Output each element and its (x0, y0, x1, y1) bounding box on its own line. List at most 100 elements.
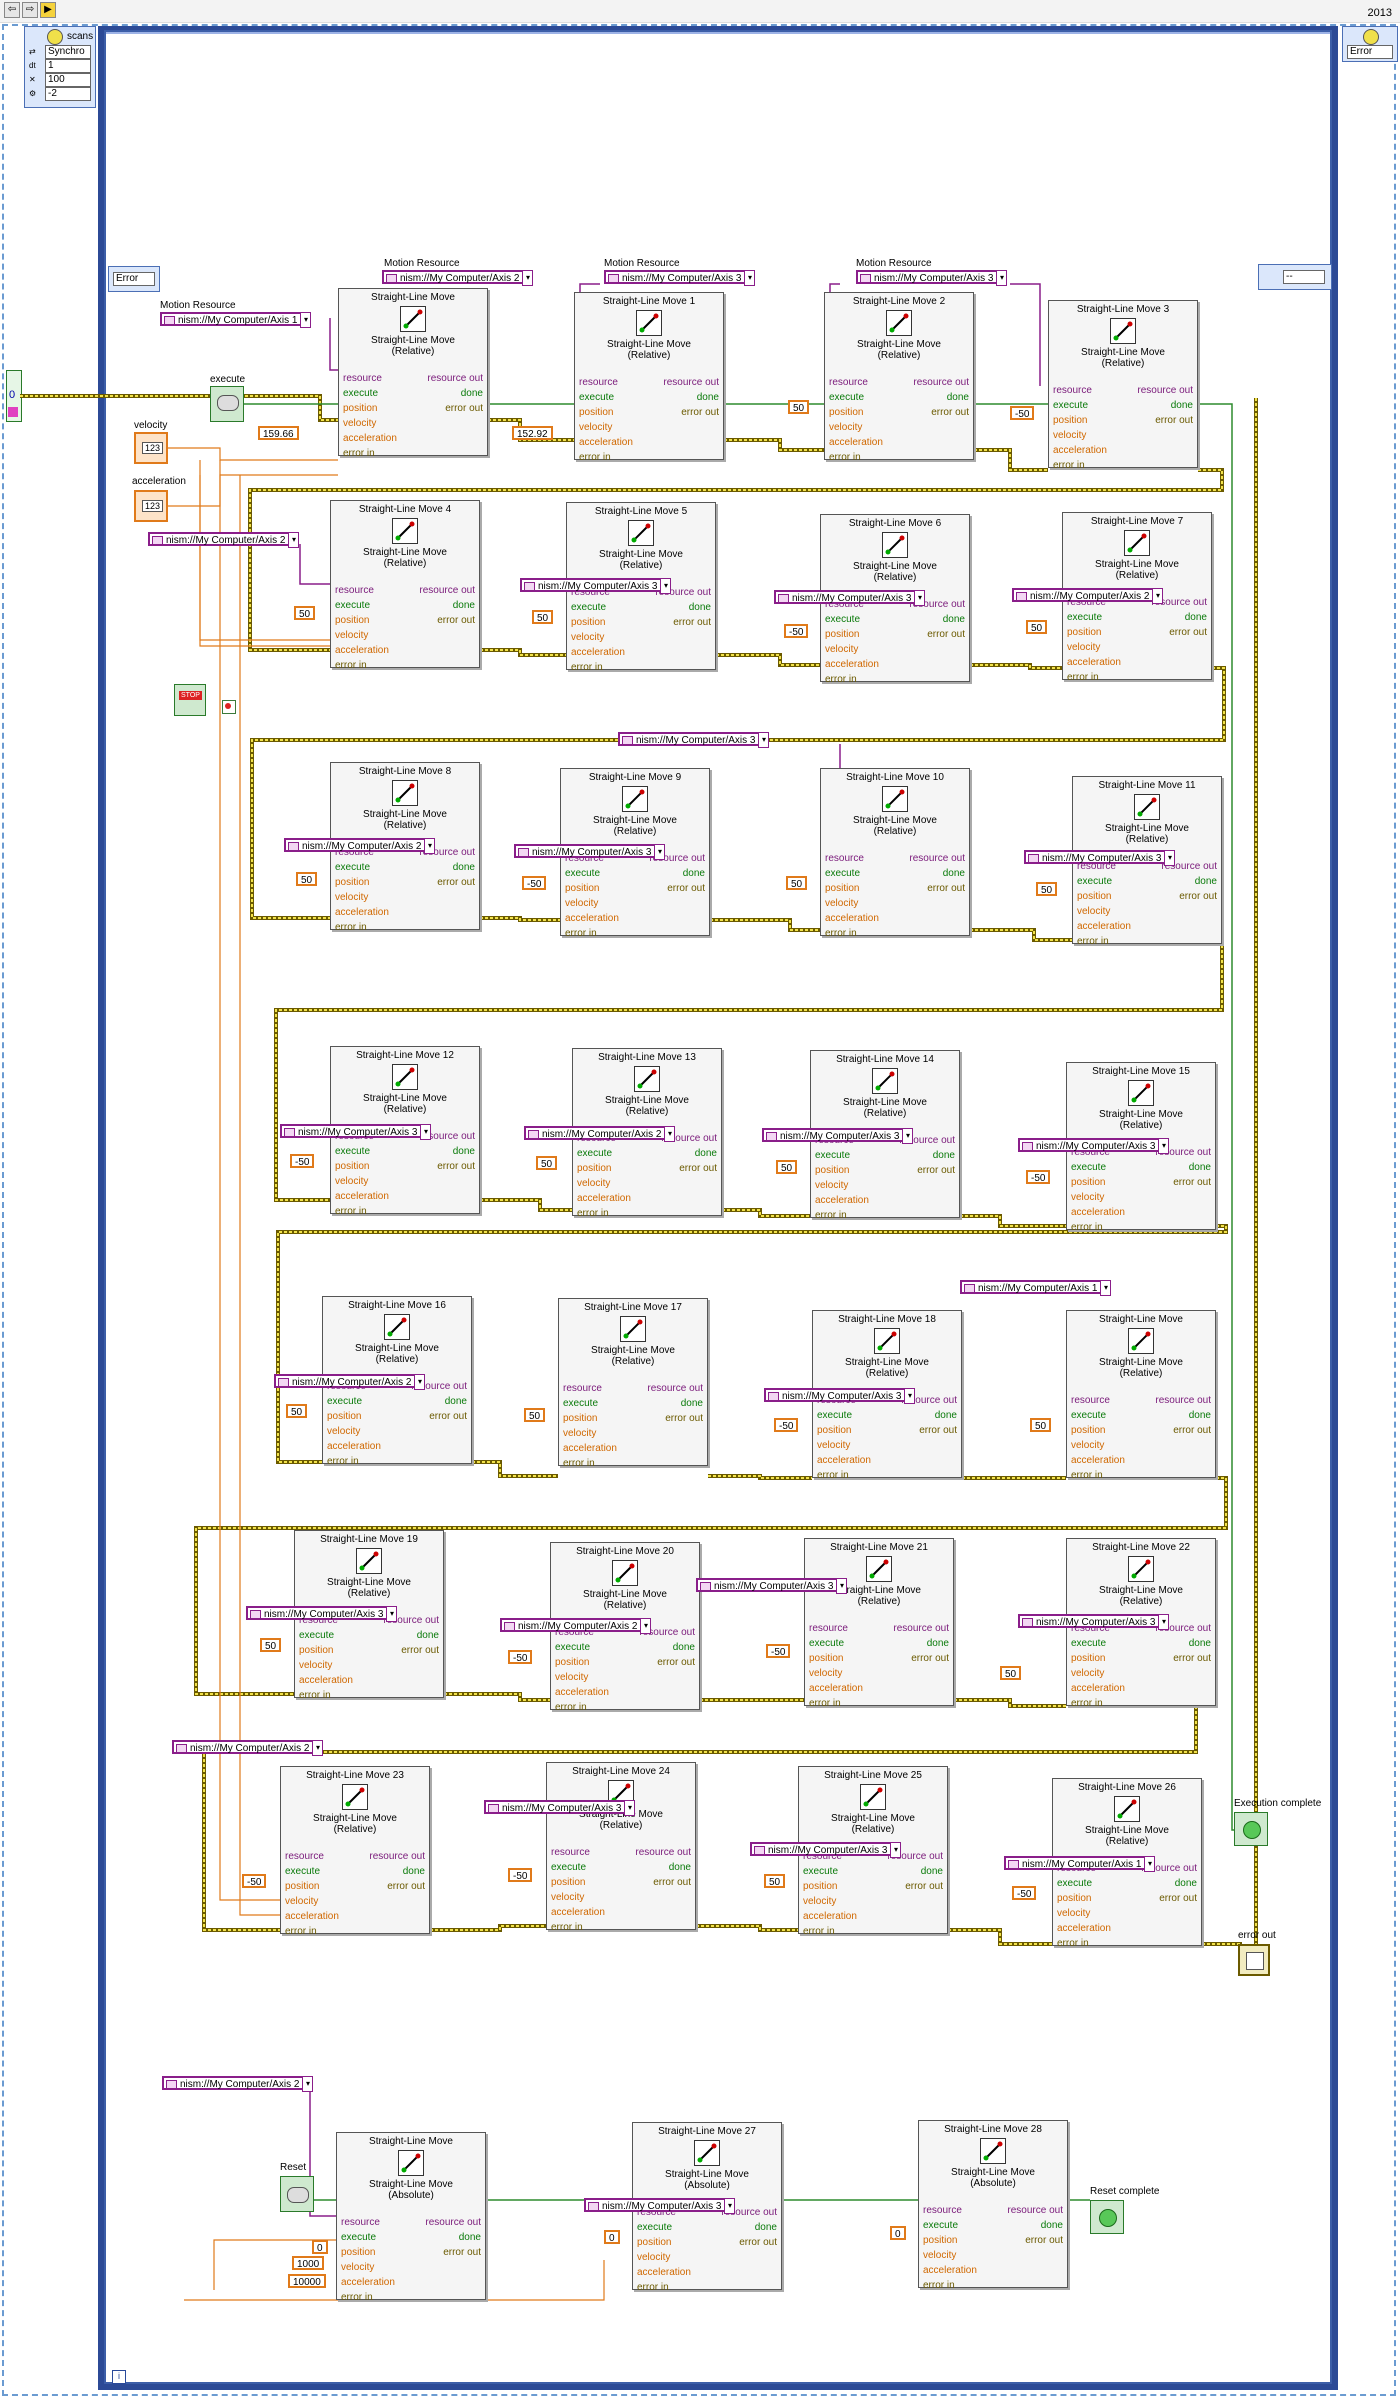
motion-resource-constant[interactable]: nism://My Computer/Axis 3 (1018, 1138, 1171, 1154)
motion-resource-constant[interactable]: nism://My Computer/Axis 3 (520, 578, 673, 594)
numeric-constant[interactable]: -50 (290, 1154, 315, 1168)
numeric-constant[interactable]: 50 (532, 610, 554, 624)
acceleration-control[interactable]: 123 (134, 490, 168, 522)
motion-resource-constant[interactable]: nism://My Computer/Axis 2 (382, 270, 535, 286)
motion-resource-constant[interactable]: nism://My Computer/Axis 3 (618, 732, 771, 748)
left-data-node[interactable]: scans Synchro 1 100 -2 ⇄ dt ✕ ⚙ (24, 26, 96, 108)
numeric-constant[interactable]: -50 (508, 1868, 533, 1882)
motion-resource-constant[interactable]: nism://My Computer/Axis 3 (484, 1800, 637, 1816)
motion-resource-constant[interactable]: nism://My Computer/Axis 3 (762, 1128, 915, 1144)
numeric-constant[interactable]: -50 (784, 624, 809, 638)
reset-control[interactable] (280, 2176, 314, 2212)
motion-resource-constant[interactable]: nism://My Computer/Axis 3 (1024, 850, 1177, 866)
numeric-constant[interactable]: 50 (286, 1404, 308, 1418)
error-cluster-value[interactable]: Error (113, 272, 155, 286)
error-cluster-right-value[interactable]: -- (1283, 270, 1325, 284)
numeric-constant[interactable]: 1000 (292, 2256, 325, 2270)
right-data-node[interactable]: Error (1342, 26, 1398, 62)
motion-resource-constant[interactable]: nism://My Computer/Axis 3 (246, 1606, 399, 1622)
motion-resource-constant[interactable]: nism://My Computer/Axis 2 (284, 838, 437, 854)
pin-execute: execute (555, 1642, 591, 1653)
numeric-constant[interactable]: 50 (1026, 620, 1048, 634)
numeric-constant[interactable]: 0 (312, 2240, 328, 2254)
motion-resource-constant[interactable]: nism://My Computer/Axis 2 (172, 1740, 325, 1756)
execute-control[interactable] (210, 386, 244, 422)
abort-icon[interactable]: ▶ (40, 2, 56, 18)
pin-resource-out: resource out (893, 1623, 949, 1634)
motion-resource-constant[interactable]: nism://My Computer/Axis 1 (1004, 1856, 1157, 1872)
numeric-constant[interactable]: 50 (294, 606, 316, 620)
numeric-constant[interactable]: 152.92 (512, 426, 553, 440)
numeric-constant[interactable]: -50 (1010, 406, 1035, 420)
numeric-constant[interactable]: 50 (788, 400, 810, 414)
numeric-constant[interactable]: -50 (1026, 1170, 1051, 1184)
numeric-constant[interactable]: 159.66 (258, 426, 299, 440)
numeric-constant[interactable]: 50 (260, 1638, 282, 1652)
motion-resource-constant[interactable]: nism://My Computer/Axis 1 (960, 1280, 1113, 1296)
motion-resource-constant[interactable]: nism://My Computer/Axis 2 (1012, 588, 1165, 604)
motion-resource-constant[interactable]: nism://My Computer/Axis 3 (604, 270, 757, 286)
motion-resource-constant[interactable]: nism://My Computer/Axis 3 (856, 270, 1009, 286)
numeric-constant[interactable]: 50 (296, 872, 318, 886)
continuous-run-icon[interactable]: ⇨ (22, 2, 38, 18)
numeric-constant[interactable]: -50 (766, 1644, 791, 1658)
error-out-node[interactable]: Error (1347, 45, 1393, 59)
motion-resource-constant[interactable]: nism://My Computer/Axis 1 (160, 312, 313, 328)
numeric-constant[interactable]: 0 (604, 2230, 620, 2244)
dt-value[interactable]: 1 (45, 59, 91, 73)
numeric-constant[interactable]: 50 (776, 1160, 798, 1174)
numeric-constant[interactable]: 50 (524, 1408, 546, 1422)
numeric-constant[interactable]: -50 (774, 1418, 799, 1432)
motion-resource-constant[interactable]: nism://My Computer/Axis 3 (750, 1842, 903, 1858)
error-cluster-right[interactable]: -- (1258, 264, 1332, 290)
motion-resource-constant[interactable]: nism://My Computer/Axis 2 (274, 1374, 427, 1390)
scan-count-value[interactable]: 100 (45, 73, 91, 87)
numeric-constant[interactable]: -50 (508, 1650, 533, 1664)
motion-resource-constant[interactable]: nism://My Computer/Axis 3 (514, 844, 667, 860)
motion-resource-constant[interactable]: nism://My Computer/Axis 3 (774, 590, 927, 606)
numeric-constant[interactable]: 50 (1030, 1418, 1052, 1432)
numeric-constant[interactable]: 0 (890, 2226, 906, 2240)
numeric-constant[interactable]: 50 (786, 876, 808, 890)
loop-input-terminal[interactable]: 0 (6, 370, 22, 422)
stop-button-control[interactable]: STOP (174, 684, 206, 716)
numeric-constant[interactable]: -50 (242, 1874, 267, 1888)
numeric-constant[interactable]: 50 (1000, 1666, 1022, 1680)
motion-resource-constant[interactable]: nism://My Computer/Axis 3 (764, 1388, 917, 1404)
velocity-control[interactable]: 123 (134, 432, 168, 464)
motion-resource-constant[interactable]: nism://My Computer/Axis 3 (280, 1124, 433, 1140)
numeric-constant[interactable]: 10000 (288, 2274, 326, 2288)
sync-mode-value[interactable]: Synchro (45, 45, 91, 59)
offset-value[interactable]: -2 (45, 87, 91, 101)
numeric-constant[interactable]: 50 (536, 1156, 558, 1170)
motion-resource-constant[interactable]: nism://My Computer/Axis 2 (500, 1618, 653, 1634)
pin-error-in: error in (327, 1456, 359, 1467)
pin-error-in: error in (1071, 1222, 1103, 1233)
motion-resource-constant[interactable]: nism://My Computer/Axis 2 (162, 2076, 315, 2092)
motion-resource-constant[interactable]: nism://My Computer/Axis 3 (584, 2198, 737, 2214)
motion-resource-constant[interactable]: nism://My Computer/Axis 2 (524, 1126, 677, 1142)
numeric-constant[interactable]: 50 (764, 1874, 786, 1888)
motion-resource-constant[interactable]: nism://My Computer/Axis 3 (696, 1578, 849, 1594)
motion-resource-constant[interactable]: nism://My Computer/Axis 3 (1018, 1614, 1171, 1630)
numeric-constant[interactable]: -50 (522, 876, 547, 890)
numeric-constant[interactable]: -50 (1012, 1886, 1037, 1900)
straight-line-move-block[interactable]: Straight-Line Move 24Straight-Line Move(… (546, 1762, 696, 1933)
run-arrow-icon[interactable]: ⇦ (4, 2, 20, 18)
error-cluster-left[interactable]: Error (108, 266, 160, 292)
motion-resource-constant[interactable]: nism://My Computer/Axis 2 (148, 532, 301, 548)
numeric-constant[interactable]: 50 (1036, 882, 1058, 896)
